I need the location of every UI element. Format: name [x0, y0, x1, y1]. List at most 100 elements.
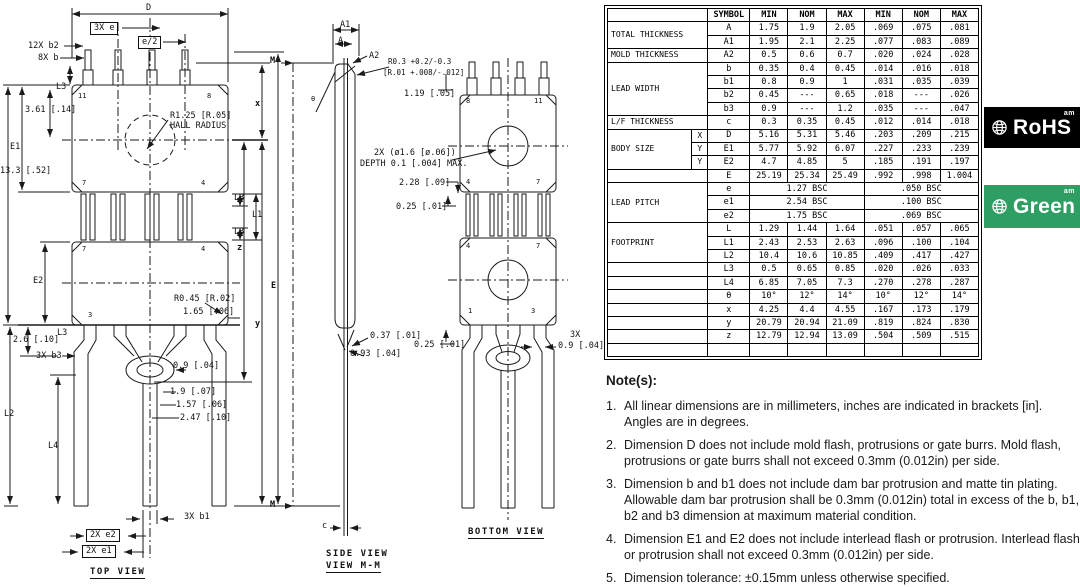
dim-label: 0.37 [.01]: [370, 331, 422, 341]
value-cell: 0.9: [749, 101, 789, 117]
group-cell: [606, 275, 709, 291]
value-cell: 6.85: [749, 275, 789, 291]
value-cell: 1.29: [749, 222, 789, 237]
pin-number: 3: [88, 311, 93, 319]
value-cell: .014: [863, 61, 903, 76]
column-header: MAX: [825, 7, 865, 23]
column-header: MIN: [749, 7, 789, 23]
dim-label: 13.3 [.52]: [0, 166, 52, 176]
note-text: All linear dimensions are in millimeters…: [624, 399, 1043, 430]
pin-number: 4: [201, 179, 206, 187]
rohs-label: RoHS: [1013, 115, 1072, 139]
dim-label: DEPTH 0.1 [.004] MAX.: [360, 159, 468, 169]
value-cell: .239: [939, 141, 980, 157]
value-cell: .104: [939, 235, 980, 251]
group-cell: L/F THICKNESS: [606, 115, 709, 130]
symbol-cell: E: [707, 168, 751, 184]
value-cell: .083: [901, 34, 941, 50]
dim-label: L3: [234, 193, 245, 203]
value-cell: .992: [863, 168, 903, 184]
group-cell: TOTAL THICKNESS: [606, 21, 709, 50]
dim-label: 1.65 [.06]: [183, 307, 235, 317]
value-cell: 21.09: [825, 315, 865, 331]
value-cell: 1.004: [939, 168, 980, 184]
symbol-cell: A2: [707, 48, 751, 63]
dim-label: L4: [48, 441, 59, 451]
value-cell: 4.25: [749, 302, 789, 317]
value-cell: 2.63: [825, 235, 865, 251]
pin-number: 4: [201, 245, 206, 253]
notes-title: Note(s):: [606, 373, 657, 388]
dim-label: 2.47 [.10]: [180, 413, 232, 423]
symbol-cell: L2: [707, 249, 751, 264]
drawing-linework: [3, 8, 568, 558]
view-caption: BOTTOM VIEW: [468, 527, 545, 540]
value-cell: 0.3: [749, 115, 789, 130]
value-cell: .287: [939, 275, 980, 291]
dim-label: R0.3 +0.2/-0.3: [388, 57, 452, 66]
value-cell: [825, 342, 865, 358]
group-cell: LEAD PITCH: [606, 182, 709, 224]
value-cell: 1.64: [825, 222, 865, 237]
value-cell: .227: [863, 141, 903, 157]
value-cell: 0.7: [825, 48, 865, 63]
symbol-cell: L4: [707, 275, 751, 291]
dim-label: 2X (ø1.6 [ø.06]): [374, 148, 456, 158]
value-cell: .018: [939, 61, 980, 76]
value-cell: 1.9: [787, 21, 827, 36]
group-cell: BODY SIZE: [606, 128, 693, 170]
view-caption: VIEW M-M: [326, 561, 382, 574]
value-cell: .069: [863, 21, 903, 36]
symbol-cell: L: [707, 222, 751, 237]
note-item: 5.Dimension tolerance: ±0.15mm unless ot…: [606, 570, 1080, 586]
note-text: Dimension D does not include mold flash,…: [624, 438, 1062, 469]
dim-label: D: [146, 3, 152, 13]
value-cell: 4.7: [749, 155, 789, 170]
value-cell: .020: [863, 262, 903, 277]
value-cell: .515: [939, 329, 980, 344]
value-cell: [749, 342, 789, 358]
value-cell: 12.79: [749, 329, 789, 344]
dim-label: 12X b2: [28, 41, 59, 51]
value-cell: .081: [939, 21, 980, 36]
symbol-cell: θ: [707, 289, 751, 304]
value-cell: 0.8: [749, 74, 789, 90]
symbol-cell: A: [707, 21, 751, 36]
value-cell: 1.95: [749, 34, 789, 50]
value-cell: 10.4: [749, 249, 789, 264]
value-cell: .270: [863, 275, 903, 291]
corner-header-cell: [606, 7, 709, 23]
dim-label: L2: [4, 409, 15, 419]
dim-label: 3.61 [.14]: [25, 105, 77, 115]
value-cell: 5.16: [749, 128, 789, 143]
value-cell: 10.85: [825, 249, 865, 264]
value-cell: .051: [863, 222, 903, 237]
column-header: NOM: [901, 7, 941, 23]
value-cell: .209: [901, 128, 941, 143]
value-cell: .077: [863, 34, 903, 50]
value-cell: 0.45: [749, 88, 789, 103]
symbol-cell: D: [707, 128, 751, 143]
value-cell: 7.05: [787, 275, 827, 291]
value-cell: 2.54 BSC: [749, 195, 865, 210]
dim-label: E: [271, 281, 277, 291]
value-cell: .197: [939, 155, 980, 170]
value-cell: .089: [939, 34, 980, 50]
pin-number: 4: [466, 242, 471, 250]
dim-label: 3X b1: [184, 512, 210, 522]
symbol-cell: L3: [707, 262, 751, 277]
value-cell: ---: [787, 88, 827, 103]
symbol-cell: e: [707, 182, 751, 197]
pin-number: 7: [82, 179, 87, 187]
value-cell: 2.53: [787, 235, 827, 251]
note-number: 3.: [606, 477, 617, 492]
pin-number: 8: [207, 92, 212, 100]
